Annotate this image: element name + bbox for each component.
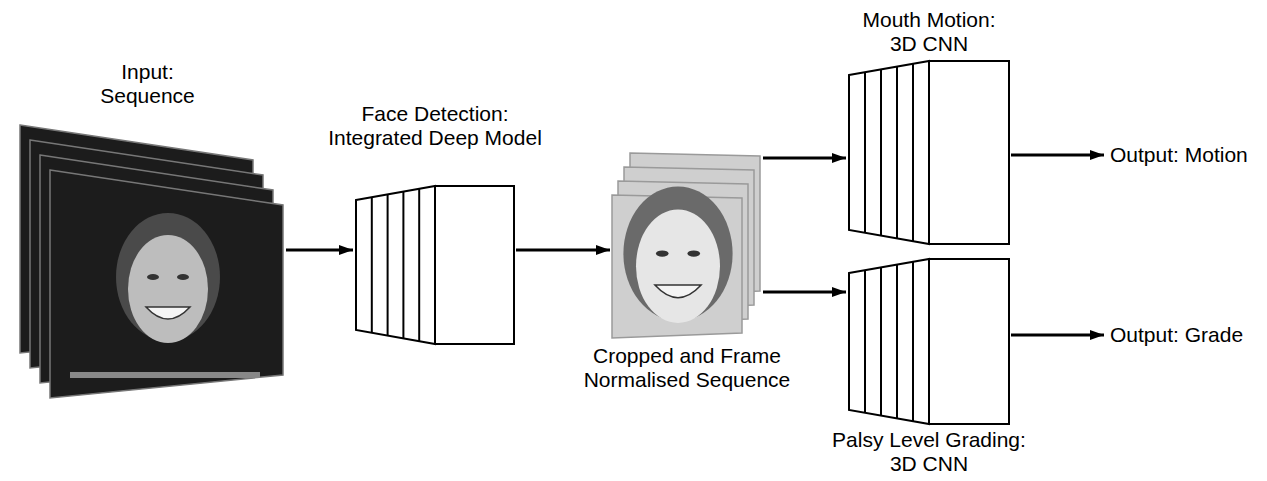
video-frame (50, 170, 283, 398)
cube-slice (418, 189, 420, 341)
cube-shape (848, 60, 1010, 245)
image-stack: Cropped and Frame Normalised Sequence (612, 140, 762, 340)
timecode-strip (70, 372, 260, 378)
eye (687, 250, 700, 256)
cube-slice (864, 270, 866, 413)
cube-front (435, 186, 514, 344)
eye (177, 274, 189, 280)
flow-arrow (516, 249, 610, 252)
cnn-block: Mouth Motion: 3D CNN (848, 60, 1010, 245)
image-stack: Input: Sequence (10, 110, 285, 400)
flow-arrow (763, 291, 846, 294)
flow-arrow (1011, 154, 1104, 157)
cnn-block: Face Detection: Integrated Deep Model (355, 185, 515, 345)
block-caption: Face Detection: Integrated Deep Model (318, 102, 553, 150)
cube-shape (355, 185, 515, 345)
cube-side (849, 259, 929, 424)
eye (656, 250, 669, 256)
smile (655, 285, 701, 298)
cube-slice (864, 72, 866, 233)
cube-slice (912, 64, 914, 241)
output-label: Output: Motion (1110, 143, 1248, 167)
output-text: Output: Motion (1110, 143, 1248, 167)
eye (147, 274, 159, 280)
block-caption: Cropped and Frame Normalised Sequence (577, 344, 797, 392)
cube-slice (387, 194, 389, 335)
smile (146, 307, 190, 319)
face (128, 235, 208, 343)
cube-slice (402, 192, 404, 339)
block-caption: Mouth Motion: 3D CNN (854, 8, 1004, 56)
block-caption: Input: Sequence (93, 60, 203, 108)
output-text: Output: Grade (1110, 323, 1243, 347)
cube-slice (912, 262, 914, 421)
cube-side (849, 61, 929, 244)
flow-arrow (763, 157, 846, 160)
cube-slice (371, 197, 373, 333)
frame-stack (612, 140, 762, 340)
flow-arrow (286, 249, 353, 252)
frame-stack (10, 110, 285, 400)
cube-slice (896, 67, 898, 239)
block-caption: Palsy Level Grading: 3D CNN (822, 428, 1037, 476)
cube-shape (848, 258, 1010, 425)
face (636, 210, 720, 323)
cube-slice (880, 69, 882, 235)
output-label: Output: Grade (1110, 323, 1243, 347)
cube-slice (896, 265, 898, 419)
flow-arrow (1011, 334, 1104, 337)
cube-front (929, 259, 1009, 424)
cube-slice (880, 267, 882, 415)
cube-front (929, 61, 1009, 244)
cnn-block: Palsy Level Grading: 3D CNN (848, 258, 1010, 425)
cube-side (356, 186, 435, 344)
